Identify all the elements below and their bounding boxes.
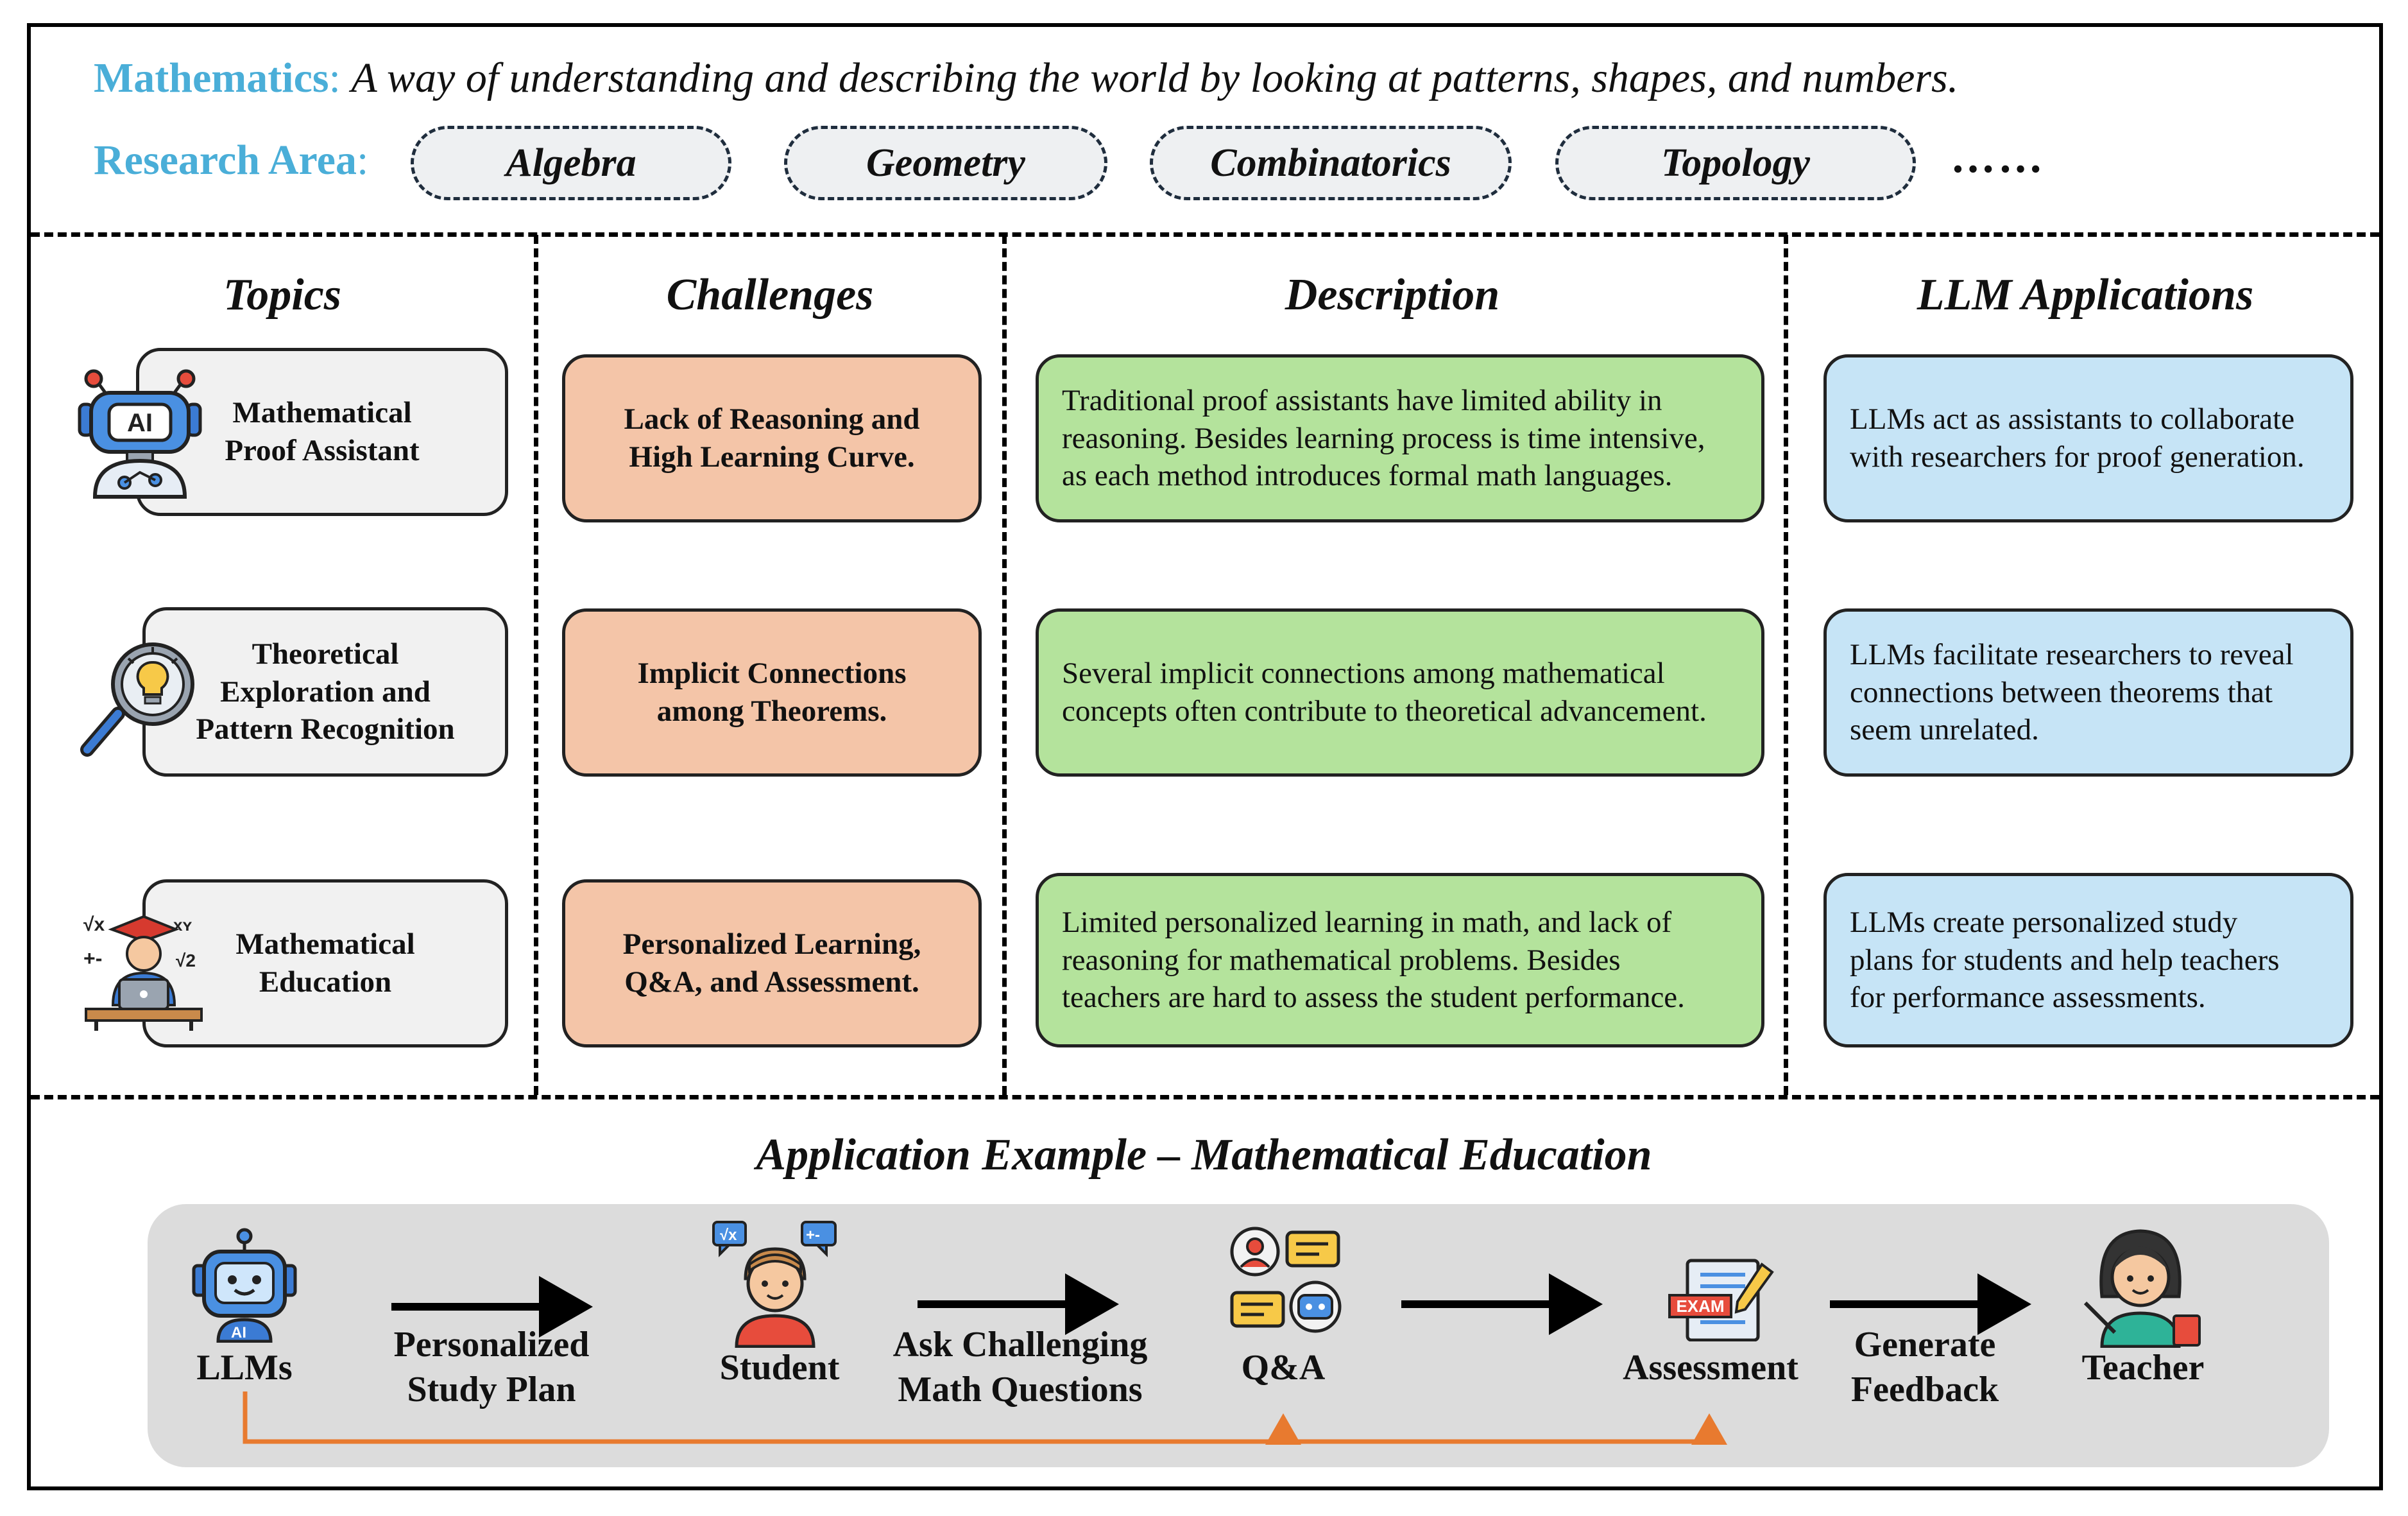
exam-badge: EXAM [1676, 1296, 1724, 1316]
research-area-separator: : [356, 137, 369, 184]
svg-text:√x: √x [83, 914, 105, 935]
edge-label-feedback: Generate Feedback [1829, 1322, 2021, 1412]
application-line: connections between theorems that [1850, 675, 2273, 709]
feedback-line [243, 1391, 1709, 1444]
student-laptop-icon: √x xʏ +- √2 [83, 914, 203, 1031]
application-line: for performance assessments. [1850, 981, 2206, 1015]
challenge-line: among Theorems. [656, 694, 887, 728]
application-box-proof-generation: LLMs act as assistants to collaborate wit… [1823, 354, 2353, 522]
area-pill-combinatorics: Combinatorics [1150, 126, 1512, 200]
topic-line: Education [259, 965, 392, 999]
description-line: reasoning. Besides learning process is t… [1062, 421, 1705, 455]
more-areas-ellipsis: …… [1951, 133, 2045, 182]
description-line: reasoning for mathematical problems. Bes… [1062, 943, 1621, 977]
node-label-assessment: Assessment [1623, 1348, 1798, 1388]
description-line: Several implicit connections among mathe… [1062, 657, 1665, 691]
edge-label-ask: Ask Challenging Math Questions [879, 1322, 1161, 1412]
edge-label-study-plan: Personalized Study Plan [382, 1322, 601, 1412]
edge-label-line: Study Plan [407, 1370, 576, 1409]
topic-line: Theoretical [252, 637, 399, 671]
description-box-proof-assistant: Traditional proof assistants have limite… [1036, 354, 1764, 522]
topic-line: Proof Assistant [225, 434, 420, 467]
edge-label-line: Generate [1854, 1325, 1996, 1365]
challenge-line: Personalized Learning, [622, 927, 921, 961]
node-label-student: Student [719, 1348, 840, 1388]
challenge-line: High Learning Curve. [629, 440, 915, 474]
definition-text: A way of understanding and describing th… [351, 55, 1959, 101]
application-line: seem unrelated. [1850, 713, 2039, 747]
challenge-line: Q&A, and Assessment. [624, 965, 919, 999]
column-head-description: Description [1285, 270, 1500, 320]
application-line: plans for students and help teachers [1850, 943, 2280, 977]
description-box-mathematical-education: Limited personalized learning in math, a… [1036, 873, 1764, 1047]
column-head-llm-applications: LLM Applications [1917, 270, 2254, 320]
application-line: LLMs create personalized study [1850, 905, 2238, 939]
student-icon: √x +- [712, 1221, 837, 1348]
svg-text:√2: √2 [176, 951, 196, 970]
description-line: Limited personalized learning in math, a… [1062, 905, 1672, 939]
topic-line: Exploration and [220, 675, 431, 709]
topic-line: Mathematical [235, 927, 415, 961]
area-pill-topology: Topology [1555, 126, 1916, 200]
edge-label-line: Ask Challenging [892, 1325, 1148, 1365]
description-line: teachers are hard to assess the student … [1062, 981, 1685, 1015]
definition-line: Mathematics: A way of understanding and … [94, 54, 1958, 103]
area-pill-algebra: Algebra [411, 126, 731, 200]
application-line: with researchers for proof generation. [1850, 440, 2305, 474]
svg-text:xʏ: xʏ [173, 915, 192, 935]
svg-text:+-: +- [806, 1227, 820, 1244]
application-box-study-plans: LLMs create personalized study plans for … [1823, 873, 2353, 1047]
node-label-llms: LLMs [196, 1348, 293, 1388]
exam-paper-icon: EXAM [1668, 1259, 1774, 1341]
qa-chat-icon [1230, 1227, 1342, 1333]
area-pill-geometry: Geometry [784, 126, 1107, 200]
node-label-qa: Q&A [1241, 1348, 1326, 1388]
edge-label-line: Personalized [393, 1325, 590, 1365]
edge-label-line: Math Questions [898, 1370, 1143, 1409]
example-title: Application Example – Mathematical Educa… [756, 1130, 1652, 1180]
svg-text:+-: +- [83, 947, 102, 970]
application-line: LLMs act as assistants to collaborate [1850, 402, 2295, 436]
column-divider-2 [1002, 235, 1007, 1095]
challenge-line: Lack of Reasoning and [624, 402, 920, 436]
header-divider [31, 232, 2379, 237]
teacher-icon [2083, 1229, 2201, 1348]
svg-text:AI: AI [127, 409, 153, 437]
ai-robot-icon: AI [78, 369, 202, 499]
application-line: LLMs facilitate researchers to reveal [1850, 637, 2294, 671]
svg-text:AI: AI [231, 1324, 246, 1341]
description-line: concepts often contribute to theoretical… [1062, 694, 1707, 728]
research-area-label: Research Area: [94, 136, 368, 185]
example-divider [31, 1095, 2379, 1099]
research-area-key: Research Area [94, 137, 357, 184]
column-divider-3 [1784, 235, 1788, 1095]
topic-line: Pattern Recognition [196, 712, 455, 746]
edge-label-line: Feedback [1850, 1370, 1999, 1409]
description-box-theoretical-exploration: Several implicit connections among mathe… [1036, 608, 1764, 777]
svg-text:√x: √x [720, 1227, 737, 1244]
figure-frame [27, 23, 2383, 1490]
application-box-reveal-connections: LLMs facilitate researchers to reveal con… [1823, 608, 2353, 777]
description-line: Traditional proof assistants have limite… [1062, 383, 1662, 417]
column-head-challenges: Challenges [666, 270, 874, 320]
node-label-teacher: Teacher [2081, 1348, 2205, 1388]
column-divider-1 [534, 235, 538, 1095]
llm-robot-icon: AI [192, 1228, 297, 1343]
challenge-line: Implicit Connections [637, 657, 907, 691]
description-line: as each method introduces formal math la… [1062, 459, 1673, 493]
magnifier-lightbulb-icon [80, 642, 194, 757]
definition-key: Mathematics [94, 55, 329, 101]
topic-line: Mathematical [232, 396, 412, 430]
challenge-box-personalized-learning: Personalized Learning, Q&A, and Assessmen… [562, 879, 982, 1047]
column-head-topics: Topics [223, 270, 342, 320]
definition-separator: : [329, 55, 352, 101]
